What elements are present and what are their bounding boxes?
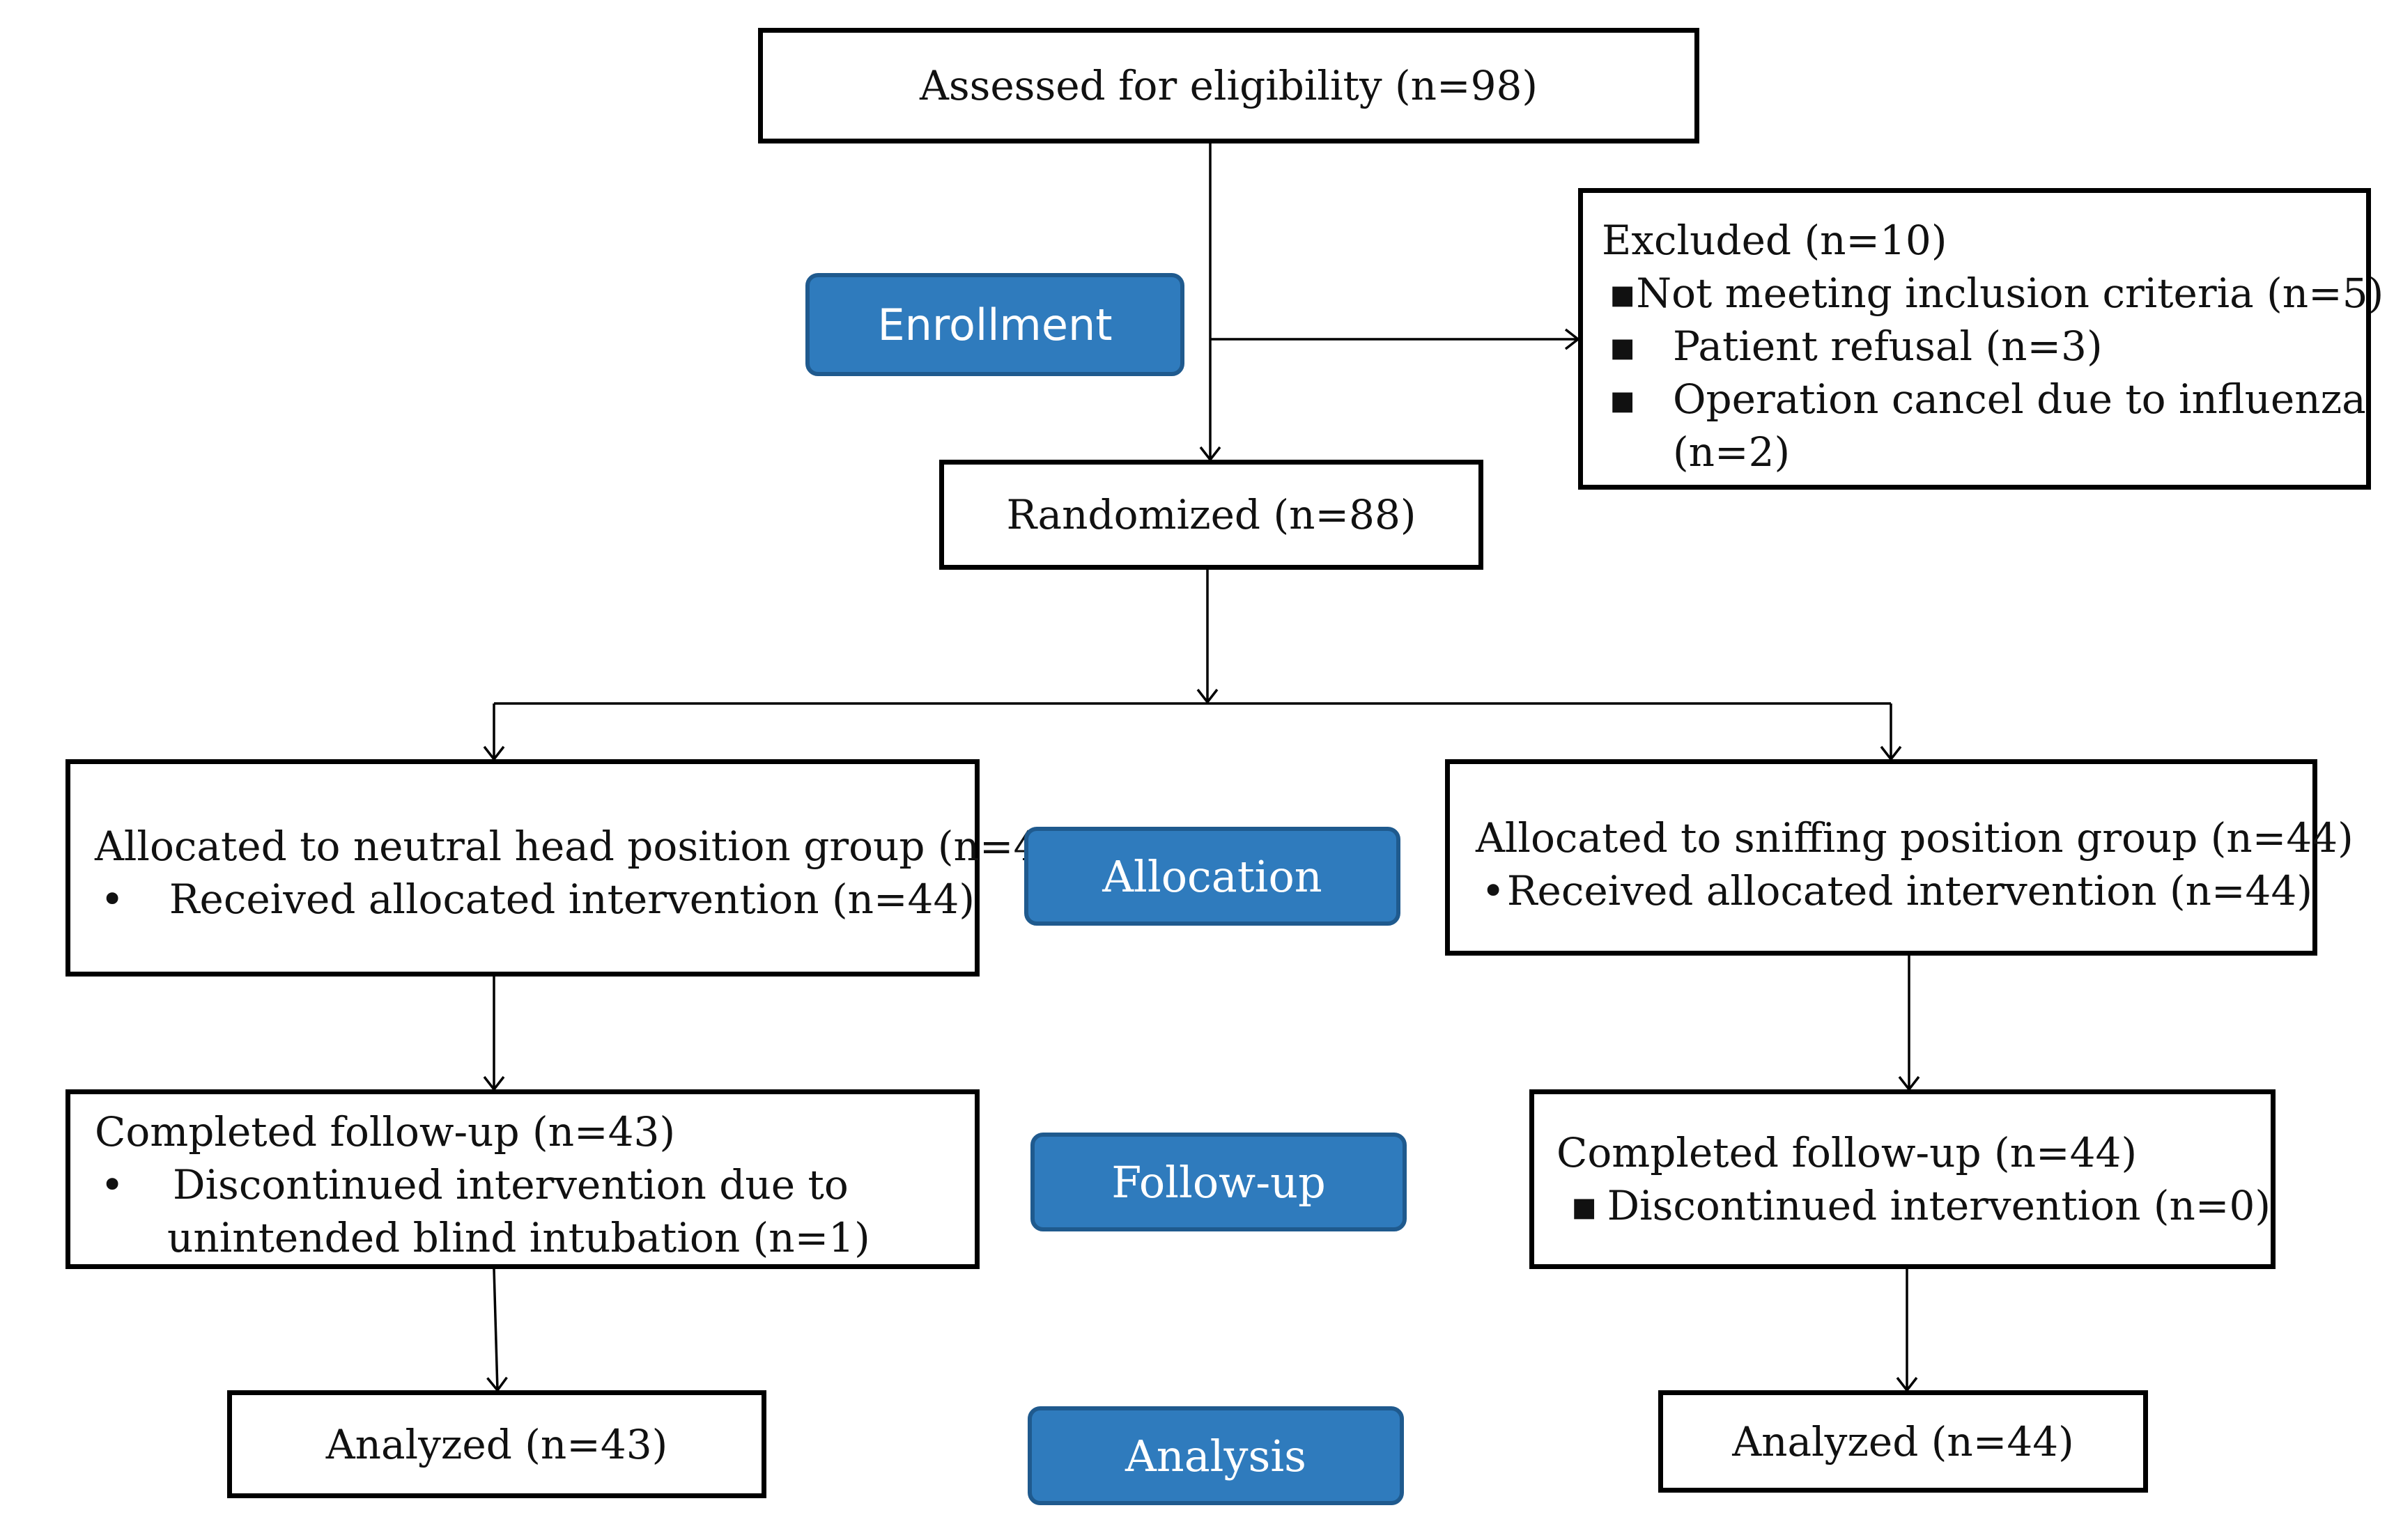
square-bullet-icon: ▪ [1570, 1182, 1598, 1229]
stage-allocation-label: Allocation [1102, 850, 1322, 902]
excluded-item: ▪ Patient refusal (n=3) [1602, 320, 2366, 373]
neutral-followup-title: Completed follow-up (n=43) [95, 1108, 676, 1156]
excluded-item-label: Patient refusal (n=3) [1673, 322, 2103, 370]
sniffing-followup-title: Completed follow-up (n=44) [1556, 1129, 2138, 1176]
square-bullet-icon: ▪ [1609, 375, 1637, 423]
assessed-box: Assessed for eligibility (n=98) [758, 28, 1699, 143]
neutral-allocated-item-label: Received allocated intervention (n=44) [169, 876, 975, 923]
neutral-analyzed-label: Analyzed (n=43) [325, 1420, 668, 1468]
round-bullet-icon: • [100, 876, 125, 923]
stage-enrollment-label: Enrollment [877, 299, 1113, 350]
randomized-box: Randomized (n=88) [939, 460, 1483, 570]
excluded-item-label: Not meeting inclusion criteria (n=5) [1636, 270, 2384, 317]
excluded-item: ▪ Not meeting inclusion criteria (n=5) [1602, 267, 2384, 320]
excluded-item-label: Operation cancel due to influenza [1673, 375, 2366, 423]
stage-allocation: Allocation [1024, 827, 1400, 926]
sniffing-analyzed-box: Analyzed (n=44) [1658, 1390, 2148, 1493]
square-bullet-icon: ▪ [1609, 270, 1637, 317]
excluded-item: ▪ Operation cancel due to influenza [1602, 373, 2366, 426]
neutral-allocated-title: Allocated to neutral head position group… [95, 823, 1081, 870]
excluded-box: Excluded (n=10) ▪ Not meeting inclusion … [1578, 188, 2384, 490]
sniffing-followup-item: ▪ Discontinued intervention (n=0) [1556, 1179, 2271, 1232]
sniffing-followup-item-label: Discontinued intervention (n=0) [1607, 1182, 2271, 1229]
assessed-label: Assessed for eligibility (n=98) [919, 62, 1538, 109]
stage-enrollment: Enrollment [805, 273, 1184, 376]
stage-followup: Follow-up [1030, 1133, 1407, 1231]
arrow-neutral-followup-to-analyzed [486, 1268, 508, 1392]
sniffing-allocated-title: Allocated to sniffing position group (n=… [1476, 814, 2354, 862]
round-bullet-icon: • [1481, 867, 1506, 915]
neutral-followup-item: • Discontinued intervention due to [95, 1158, 975, 1211]
round-bullet-icon: • [100, 1161, 125, 1208]
excluded-title: Excluded (n=10) [1602, 217, 1947, 264]
randomized-label: Randomized (n=88) [1006, 491, 1416, 538]
sniffing-followup-box: Completed follow-up (n=44) ▪ Discontinue… [1529, 1089, 2276, 1269]
neutral-followup-box: Completed follow-up (n=43) • Discontinue… [65, 1089, 980, 1269]
stage-analysis-label: Analysis [1125, 1430, 1306, 1481]
neutral-allocated-item: • Received allocated intervention (n=44) [95, 873, 975, 926]
square-bullet-icon: ▪ [1609, 322, 1637, 370]
sniffing-analyzed-label: Analyzed (n=44) [1732, 1417, 2074, 1465]
excluded-item-continuation: (n=2) [1673, 428, 1791, 476]
neutral-allocated-box: Allocated to neutral head position group… [65, 759, 1081, 977]
sniffing-allocated-box: Allocated to sniffing position group (n=… [1445, 759, 2354, 956]
neutral-followup-item-line2: unintended blind intubation (n=1) [167, 1214, 870, 1261]
neutral-followup-item-line1: Discontinued intervention due to [173, 1161, 849, 1208]
neutral-analyzed-box: Analyzed (n=43) [227, 1390, 766, 1498]
sniffing-allocated-item: • Received allocated intervention (n=44) [1476, 864, 2312, 917]
stage-analysis: Analysis [1028, 1406, 1404, 1505]
stage-followup-label: Follow-up [1111, 1156, 1326, 1208]
sniffing-allocated-item-label: Received allocated intervention (n=44) [1506, 867, 2312, 915]
